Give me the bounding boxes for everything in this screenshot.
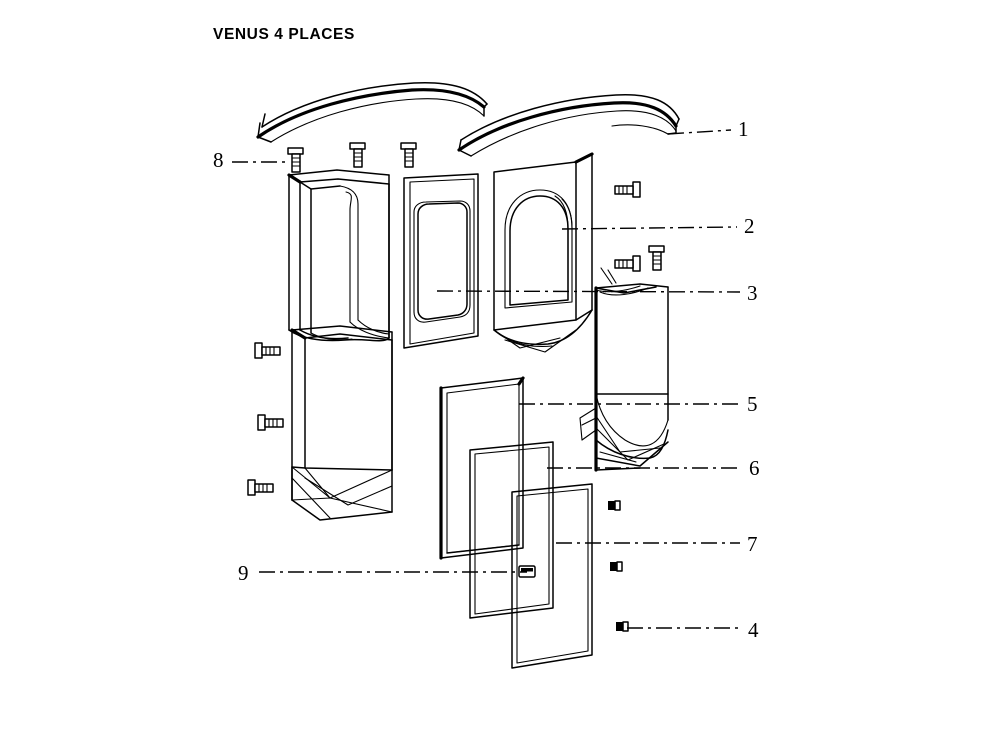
callout-4: 4 (748, 618, 759, 642)
leader-line-2 (561, 226, 738, 230)
part-door-panel-rear (439, 376, 525, 560)
fastener-hinge-bracket-upper (608, 500, 621, 511)
part-rounded-window-panel (403, 173, 479, 349)
part-corner-wall-panel (287, 169, 390, 342)
part-upper-curved-canopy-left (256, 81, 488, 143)
fastener-horizontal-screw-right-2 (614, 255, 641, 272)
part-upper-curved-canopy-right (457, 93, 680, 157)
fastener-hinge-bracket-lower (616, 621, 629, 632)
callout-9: 9 (238, 561, 249, 585)
leader-line-1 (667, 129, 732, 135)
fastener-hinge-bracket-middle (610, 561, 623, 572)
leader-lines (232, 129, 742, 629)
callout-6: 6 (749, 456, 760, 480)
fastener-vertical-screw-upper-right (648, 245, 665, 271)
fastener-vertical-screw-top-mid (349, 142, 366, 168)
callout-7: 7 (747, 532, 758, 556)
callout-1: 1 (738, 117, 749, 141)
part-right-column-box (579, 283, 669, 472)
part-arched-window-panel (493, 152, 594, 353)
part-left-column-box (290, 325, 393, 521)
callout-5: 5 (747, 392, 758, 416)
callout-8: 8 (213, 148, 224, 172)
fastener-horizontal-screw-left-1 (254, 342, 281, 359)
fastener-vertical-screw-top-left (287, 147, 304, 173)
fastener-horizontal-screw-left-2 (257, 414, 284, 431)
part-door-panel-middle (469, 441, 554, 619)
fastener-horizontal-screw-right-1 (614, 181, 641, 198)
fastener-horizontal-screw-left-3 (247, 479, 274, 496)
fastener-vertical-screw-top-right (400, 142, 417, 168)
callout-3: 3 (747, 281, 758, 305)
part-door-latch-handle (518, 565, 536, 578)
leader-line-3 (436, 290, 741, 293)
page-title: VENUS 4 PLACES (213, 26, 355, 43)
part-door-panel-front (511, 483, 593, 669)
callout-2: 2 (744, 214, 755, 238)
